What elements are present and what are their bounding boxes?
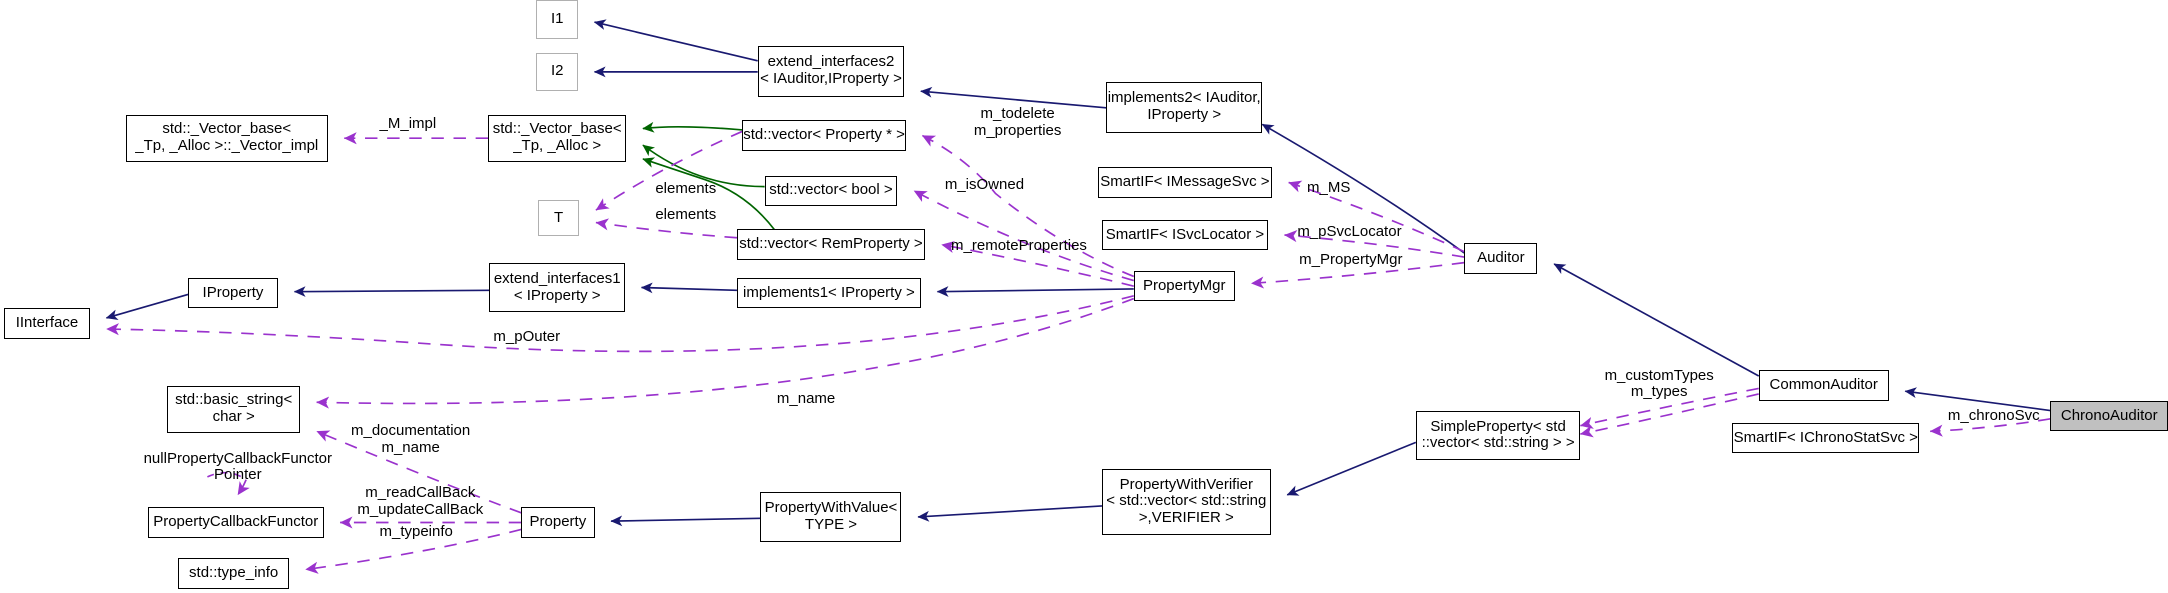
node-vector-bool[interactable]: std::vector< bool > [764, 175, 898, 206]
edge-label-m-typeinfo: m_typeinfo [379, 522, 453, 540]
node-implements2[interactable]: implements2< IAuditor, IProperty > [1106, 81, 1263, 133]
edge-propertywithverifier-to-propertywithvalue [917, 505, 1103, 522]
edge-label-m-documentation: m_documentation m_name [351, 421, 471, 456]
node-propertycallbackfunctor[interactable]: PropertyCallbackFunctor [147, 507, 324, 538]
edge-iproperty-to-iinterface [105, 293, 189, 321]
node-smartif-isvclocator[interactable]: SmartIF< ISvcLocator > [1101, 219, 1268, 251]
edge-propertymgr-to-vector_bool [913, 190, 1135, 282]
node-propertywithvalue[interactable]: PropertyWithValue< TYPE > [760, 492, 902, 542]
edge-label-elements-1: elements [655, 180, 717, 198]
edge-label-elements-2: elements [655, 206, 717, 224]
edge-label-m-chronosvc: m_chronoSvc [1947, 406, 2040, 424]
node-propertymgr[interactable]: PropertyMgr [1133, 270, 1235, 302]
edge-label-m-impl: _M_impl [379, 115, 437, 133]
edge-label-m-isowned: m_isOwned [944, 175, 1025, 193]
node-extend-interfaces2[interactable]: extend_interfaces2 < IAuditor,IProperty … [757, 45, 905, 97]
node-i1[interactable]: I1 [536, 0, 578, 39]
node-auditor[interactable]: Auditor [1464, 243, 1538, 274]
edge-implements1-to-extend_interfaces1 [640, 282, 737, 294]
node-i2[interactable]: I2 [536, 52, 578, 92]
edge-label-m-customtypes: m_customTypes m_types [1604, 366, 1714, 401]
node-smartif-imessagesvc[interactable]: SmartIF< IMessageSvc > [1097, 167, 1273, 198]
node-iproperty[interactable]: IProperty [188, 277, 278, 309]
edge-label-m-remoteproperties: m_remoteProperties [951, 236, 1087, 254]
edge-label-m-todelete: m_todelete m_properties [973, 105, 1062, 140]
node-vector-property-ptr[interactable]: std::vector< Property * > [742, 120, 906, 151]
edge-propertymgr-to-implements1 [936, 286, 1134, 297]
node-basic-string[interactable]: std::basic_string< char > [167, 385, 301, 433]
edge-label-m-propertymgr: m_PropertyMgr [1299, 250, 1403, 268]
node-vector-remproperty[interactable]: std::vector< RemProperty > [736, 229, 925, 260]
edge-extend_interfaces1-to-iproperty [293, 286, 490, 297]
edge-label-m-name-1: m_name [776, 390, 836, 408]
edge-vector_property_p-to-vector_base [642, 121, 743, 133]
node-smartif-ichronostatsvc[interactable]: SmartIF< IChronoStatSvc > [1732, 422, 1920, 454]
edge-label-m-psvclocator: m_pSvcLocator [1297, 222, 1402, 240]
node-t[interactable]: T [537, 200, 580, 237]
node-type-info[interactable]: std::type_info [178, 558, 289, 589]
edge-commonauditor-to-auditor [1553, 263, 1760, 377]
edge-simpleproperty-to-propertywithverifier [1286, 441, 1417, 496]
node-property[interactable]: Property [521, 507, 595, 538]
edge-propertymgr-to-vector_property_p [921, 134, 1135, 278]
node-iinterface[interactable]: IInterface [4, 308, 90, 339]
node-implements1[interactable]: implements1< IProperty > [736, 277, 921, 309]
edge-propertywithvalue-to-property [610, 515, 761, 527]
edge-propertymgr-to-basic_string-mname [316, 297, 1135, 409]
edge-label-nullpropertycallbackfunctorpointer: nullPropertyCallbackFunctor Pointer [143, 449, 333, 484]
edge-label-m-ms: m_MS [1307, 178, 1351, 196]
node-extend-interfaces1[interactable]: extend_interfaces1 < IProperty > [489, 262, 625, 313]
node-commonauditor[interactable]: CommonAuditor [1758, 370, 1889, 401]
node-chronoauditor[interactable]: ChronoAuditor [2050, 400, 2168, 432]
node-simpleproperty[interactable]: SimpleProperty< std ::vector< std::strin… [1415, 410, 1581, 461]
edge-label-m-readcallback: m_readCallBack m_updateCallBack [357, 484, 484, 518]
node-vector-base[interactable]: std::_Vector_base< _Tp, _Alloc > [488, 114, 627, 162]
edge-label-m-pouter: m_pOuter [493, 327, 561, 345]
node-propertywithverifier[interactable]: PropertyWithVerifier < std::vector< std:… [1101, 468, 1271, 535]
node-vector-base-impl[interactable]: std::_Vector_base< _Tp, _Alloc >::_Vecto… [125, 114, 328, 162]
edge-vector_remprop-to-t-elements [595, 218, 738, 239]
edge-extend_interfaces2-to-i1 [593, 19, 758, 62]
